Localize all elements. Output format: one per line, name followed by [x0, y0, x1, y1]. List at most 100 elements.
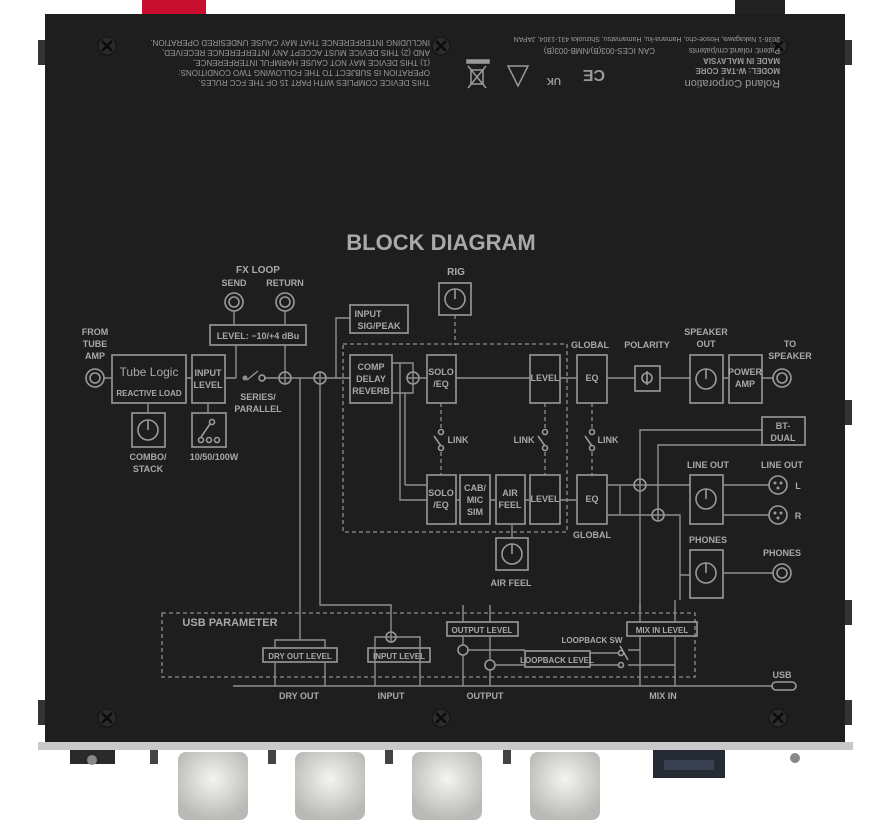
link-label: LINK — [448, 435, 469, 445]
to-speaker-label: TO — [784, 339, 796, 349]
bt-dual-label: DUAL — [771, 433, 796, 443]
from-tube-amp-label: AMP — [85, 351, 105, 361]
cab-mic-sim-label: SIM — [467, 507, 483, 517]
bt-dual-box — [761, 416, 806, 446]
screw-icon — [767, 707, 789, 729]
usb-c-port-icon — [771, 681, 797, 691]
eq-label: EQ — [585, 494, 598, 504]
solo-eq-label: /EQ — [433, 379, 449, 389]
reactive-load-label: REACTIVE LOAD — [116, 389, 182, 398]
delay-label: DELAY — [356, 374, 386, 384]
link-label: LINK — [514, 435, 535, 445]
model: MODEL: W-TAE CORE — [695, 66, 780, 75]
return-label: RETURN — [266, 278, 304, 288]
selector-switch-icon — [200, 423, 211, 438]
line-out-knob-box — [689, 474, 724, 525]
mix-in-level-label: MIX IN LEVEL — [636, 626, 689, 635]
loopback-level-box — [524, 650, 591, 668]
fcc-line: THIS DEVICE COMPLIES WITH PART 15 OF THE… — [199, 78, 430, 87]
screw-icon — [96, 35, 118, 57]
loopback-level-label: LOOPBACK LEVEL — [520, 656, 594, 665]
mix-in-label: MIX IN — [649, 691, 677, 701]
wattage-switch-box — [191, 412, 227, 448]
tube-logic-box — [111, 354, 187, 404]
input-level-label: INPUT — [195, 368, 223, 378]
fx-box — [349, 354, 393, 404]
l-label: L — [795, 481, 801, 491]
wattage-label: 10/50/100W — [190, 452, 239, 462]
panel — [45, 14, 845, 742]
output-level-box — [446, 621, 519, 637]
dry-out-level-label: DRY OUT LEVEL — [268, 652, 332, 661]
front-screw-icon — [790, 753, 800, 763]
from-tube-amp-label: FROM — [82, 327, 109, 337]
compliance-marks-icon: CE UK — [466, 59, 605, 89]
series-parallel-label: SERIES/ — [240, 392, 276, 402]
amp-section-box — [342, 343, 568, 533]
phones-jack-label: PHONES — [763, 548, 801, 558]
eq-label: EQ — [585, 373, 598, 383]
input-sig-peak-label: SIG/PEAK — [357, 321, 401, 331]
screw-icon — [96, 707, 118, 729]
knob-3[interactable] — [412, 752, 482, 820]
solo-eq-label: SOLO — [428, 367, 454, 377]
can-ices: CAN ICES-003(B)/NMB-003(B) — [544, 46, 655, 55]
polarity-switch-box — [634, 365, 661, 392]
combo-stack-label: COMBO/ — [130, 452, 167, 462]
phones-knob-box — [689, 549, 724, 599]
cab-mic-sim-label: MIC — [467, 495, 484, 505]
fx-loop-label: FX LOOP — [236, 265, 280, 276]
front-knobs — [150, 750, 600, 820]
polarity-label: POLARITY — [624, 340, 670, 350]
block-diagram: BLOCK DIAGRAM FX LOOP SEND RETURN LEVEL:… — [82, 230, 813, 701]
made-in: MADE IN MALAYSIA — [703, 56, 780, 65]
from-tube-amp-label: TUBE — [83, 339, 108, 349]
front-edge — [38, 742, 853, 750]
usb-parameter-box — [161, 612, 696, 678]
screw-icon — [430, 707, 452, 729]
air-feel-label: FEEL — [498, 500, 522, 510]
link-label: LINK — [598, 435, 619, 445]
ce-mark-icon: CE — [582, 66, 605, 83]
xlr-l-jack-icon — [768, 475, 788, 495]
bt-dual-label: BT- — [776, 421, 791, 431]
input-label: INPUT — [378, 691, 406, 701]
mix-in-level-box — [626, 621, 698, 637]
fcc-line: (1) THIS DEVICE MAY NOT CAUSE HARMFUL IN… — [193, 58, 430, 67]
loopback-sw-label: LOOPBACK SW — [562, 636, 623, 645]
link-switches: LINK LINK LINK — [433, 403, 619, 475]
power-amp-box — [728, 354, 763, 404]
reverb-label: REVERB — [352, 386, 390, 396]
fcc-line: INCLUDING INTERFERENCE THAT MAY CAUSE UN… — [150, 38, 430, 47]
knob-1[interactable] — [178, 752, 248, 820]
knob-4[interactable] — [530, 752, 600, 820]
patent: Patent: roland.cm/patents — [689, 46, 780, 55]
level-label: LEVEL — [530, 373, 560, 383]
line-out-label: LINE OUT — [687, 460, 730, 470]
series-parallel-label: PARALLEL — [234, 404, 282, 414]
usb-parameter-label: USB PARAMETER — [182, 617, 277, 629]
fcc-line: OPERATION IS SUBJECT TO THE FOLLOWING TW… — [178, 68, 430, 77]
screw-icon — [430, 35, 452, 57]
knob-2[interactable] — [295, 752, 365, 820]
line-out-jack-label: LINE OUT — [761, 460, 804, 470]
tube-logic-label: Tube Logic — [120, 365, 179, 379]
air-feel-knob-label: AIR FEEL — [490, 578, 532, 588]
speaker-out-knob-box — [689, 354, 724, 404]
address: 2036-1 Nakagawa, Hosoe-cho, Hamana-ku, H… — [514, 35, 780, 42]
to-speaker-label: SPEAKER — [768, 351, 812, 361]
usb-input-level-box — [367, 647, 431, 663]
speaker-out-label: OUT — [697, 339, 717, 349]
rig-label: RIG — [447, 267, 465, 278]
send-label: SEND — [221, 278, 247, 288]
phones-jack-icon — [772, 563, 792, 583]
global-label: GLOBAL — [573, 530, 611, 540]
regulatory-label: Roland Corporation MODEL: W-TAE CORE MAD… — [150, 35, 780, 89]
red-jack[interactable] — [142, 0, 206, 14]
input-sig-peak-label: INPUT — [355, 309, 383, 319]
cab-mic-sim-label: CAB/ — [464, 483, 486, 493]
brand: Roland Corporation — [685, 77, 780, 89]
black-jack[interactable] — [735, 0, 785, 14]
output-label: OUTPUT — [467, 691, 505, 701]
usb-label: USB — [772, 670, 792, 680]
